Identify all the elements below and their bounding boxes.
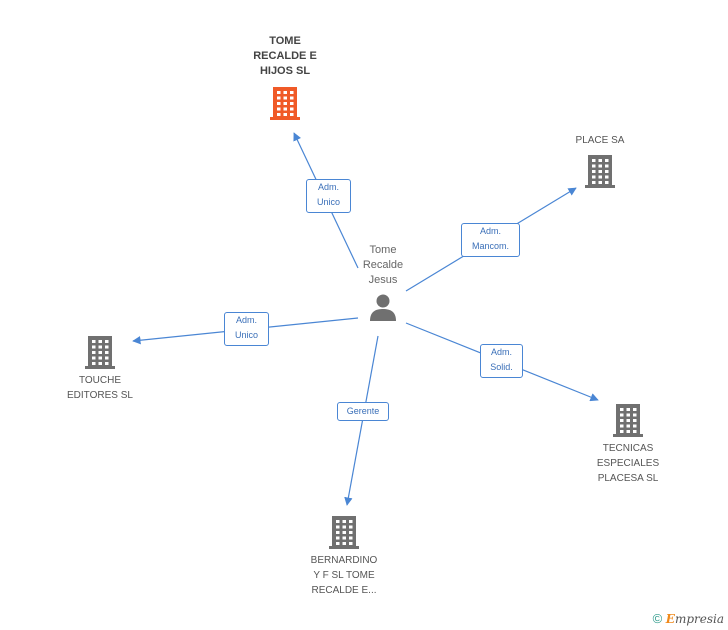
copyright-icon: © [652,611,663,626]
company-label: TECNICAS ESPECIALES PLACESA SL [596,443,660,484]
role-label-adm-unico[interactable]: Adm. Unico [224,312,269,346]
company-node-tome-recalde-e-hijos-sl[interactable]: TOME RECALDE E HIJOS SL [240,34,330,121]
building-icon [585,155,615,188]
company-label: BERNARDINO Y F SL TOME RECALDE E... [310,555,378,596]
person-icon [370,294,396,321]
person-node-center[interactable]: Tome Recalde Jesus [345,243,421,322]
company-node-tecnicas-especiales-placesa-sl[interactable]: TECNICAS ESPECIALES PLACESA SL [583,402,673,486]
company-node-place-sa[interactable]: PLACE SA [560,133,640,189]
role-label-gerente[interactable]: Gerente [337,402,389,421]
building-icon [270,87,300,120]
role-label-adm-solid[interactable]: Adm. Solid. [480,344,523,378]
building-icon [85,336,115,369]
role-label-adm-mancom[interactable]: Adm. Mancom. [461,223,520,257]
building-icon [329,516,359,549]
person-name: Tome Recalde Jesus [362,244,404,286]
company-label: TOUCHE EDITORES SL [67,375,133,401]
brand-logo: Empresia [665,612,724,626]
company-node-bernardino-y-f-sl[interactable]: BERNARDINO Y F SL TOME RECALDE E... [298,514,390,598]
company-label: TOME RECALDE E HIJOS SL [253,35,317,77]
company-label: PLACE SA [575,135,625,146]
footer-brand: © Empresia [653,611,724,626]
building-icon [613,404,643,437]
role-label-adm-unico[interactable]: Adm. Unico [306,179,351,213]
company-node-touche-editores-sl[interactable]: TOUCHE EDITORES SL [55,334,145,403]
